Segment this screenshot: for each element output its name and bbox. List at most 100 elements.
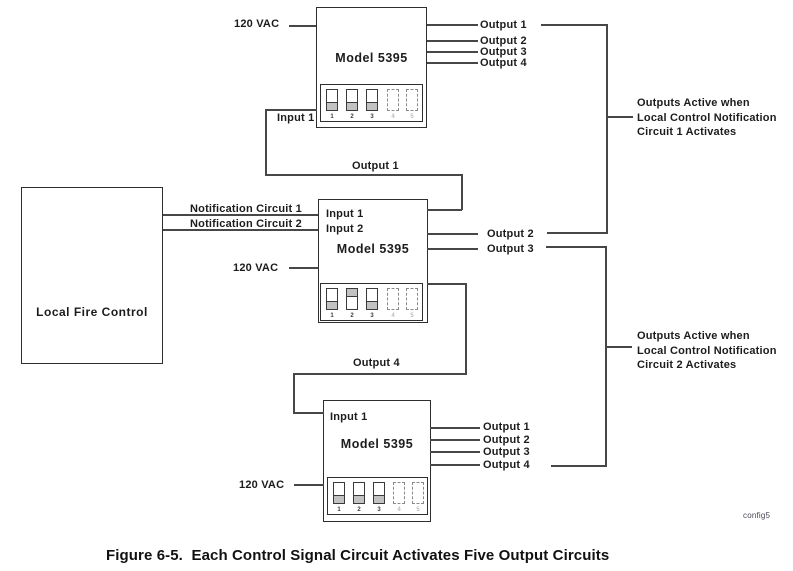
- wire-middle-output2-stub: [427, 233, 478, 235]
- unit-middle-output2-label: Output 2: [487, 228, 534, 240]
- unit-middle-dip-switch-4: [387, 288, 399, 310]
- unit-bottom-dip-switch-2: [353, 482, 365, 504]
- unit-top-power-label: 120 VAC: [234, 18, 280, 30]
- wire-middle-120vac: [289, 267, 318, 269]
- dip-number-1: 1: [337, 507, 341, 513]
- unit-bottom-dip-switch-1: [333, 482, 345, 504]
- unit-top-output1-label: Output 1: [480, 19, 527, 31]
- unit-top-model-label: Model 5395: [335, 51, 408, 65]
- unit-middle-power-label: 120 VAC: [233, 262, 279, 274]
- dip-number-3: 3: [370, 114, 374, 120]
- annotation-circuit1-line1: Outputs Active when: [637, 97, 750, 109]
- dip-number-3: 3: [370, 313, 374, 319]
- wire-link-out4-into-bottom: [293, 412, 324, 414]
- unit-top-dip-switch-1: [326, 89, 338, 111]
- dip-number-5: 5: [416, 507, 420, 513]
- annotation-circuit2: Outputs Active when Local Control Notifi…: [637, 329, 777, 373]
- wire-link-out4-horizontal: [293, 373, 466, 375]
- wire-bracket1-bottom: [547, 232, 606, 234]
- unit-middle-output3-label: Output 3: [487, 243, 534, 255]
- wire-bottom-120vac: [294, 484, 324, 486]
- wire-bottom-output2-stub: [430, 439, 480, 441]
- wire-link-out1-into-top: [265, 109, 317, 111]
- unit-middle-input2-label: Input 2: [326, 223, 364, 235]
- annotation-circuit2-line3: Circuit 2 Activates: [637, 359, 737, 371]
- wire-link-out1-left-vertical: [265, 109, 267, 175]
- wire-middle-output3-stub: [427, 248, 478, 250]
- figure-caption: Figure 6-5. Each Control Signal Circuit …: [106, 547, 610, 564]
- unit-middle-input1-label: Input 1: [326, 208, 364, 220]
- dip-number-1: 1: [330, 313, 334, 319]
- wire-notification-circuit2: [163, 229, 318, 231]
- unit-bottom-input1-label: Input 1: [330, 411, 368, 423]
- wire-top-output3-stub: [427, 51, 478, 53]
- unit-middle-dip-panel: 1 2 3 4 5: [320, 283, 423, 321]
- wire-bottom-output3-stub: [430, 451, 480, 453]
- wire-link-out1-right-vertical: [461, 174, 463, 210]
- dip-number-2: 2: [350, 114, 354, 120]
- dip-number-5: 5: [410, 313, 414, 319]
- unit-bottom-output4-label: Output 4: [483, 459, 530, 471]
- unit-bottom-output2-label: Output 2: [483, 434, 530, 446]
- dip-number-2: 2: [357, 507, 361, 513]
- wire-link-out4-from-middle: [427, 283, 466, 285]
- unit-middle-dip-switch-1: [326, 288, 338, 310]
- unit-top-dip-switch-3: [366, 89, 378, 111]
- wire-bottom-output1-stub: [430, 427, 480, 429]
- unit-middle-dip-switch-2: [346, 288, 358, 310]
- unit-bottom-dip-panel: 1 2 3 4 5: [327, 477, 428, 515]
- unit-top-dip-switch-4: [387, 89, 399, 111]
- link-output4-label: Output 4: [353, 357, 400, 369]
- wire-bracket2-bottom: [551, 465, 605, 467]
- annotation-circuit2-line2: Local Control Notification: [637, 344, 777, 357]
- notification-circuit1-label: Notification Circuit 1: [190, 203, 302, 215]
- wire-link-out4-left-vertical: [293, 373, 295, 414]
- dip-number-5: 5: [410, 114, 414, 120]
- unit-bottom-output3-label: Output 3: [483, 446, 530, 458]
- wire-bracket1-top: [541, 24, 607, 26]
- wire-link-out4-right-vertical: [465, 283, 467, 375]
- local-fire-control-box: Local Fire Control: [21, 187, 163, 364]
- dip-number-4: 4: [391, 114, 395, 120]
- unit-top-dip-switch-2: [346, 89, 358, 111]
- wire-bracket1-tick: [606, 116, 633, 118]
- wire-bracket1-vertical: [606, 24, 608, 234]
- wire-top-output4-stub: [427, 62, 478, 64]
- dip-number-1: 1: [330, 114, 334, 120]
- wire-notification-circuit1: [163, 214, 318, 216]
- unit-middle-model-label: Model 5395: [336, 242, 410, 256]
- unit-bottom-output1-label: Output 1: [483, 421, 530, 433]
- annotation-circuit1: Outputs Active when Local Control Notifi…: [637, 96, 777, 140]
- wire-bracket2-top: [546, 246, 606, 248]
- dip-number-4: 4: [397, 507, 401, 513]
- unit-middle-dip-switch-5: [406, 288, 418, 310]
- wire-top-output1-stub: [427, 24, 478, 26]
- notification-circuit2-label: Notification Circuit 2: [190, 218, 302, 230]
- unit-bottom-dip-switch-5: [412, 482, 424, 504]
- dip-number-4: 4: [391, 313, 395, 319]
- wire-top-output2-stub: [427, 40, 478, 42]
- unit-bottom-model-label: Model 5395: [340, 437, 414, 451]
- unit-middle-dip-switch-3: [366, 288, 378, 310]
- unit-top-output2-label: Output 2: [480, 35, 527, 47]
- dip-number-2: 2: [350, 313, 354, 319]
- unit-bottom-power-label: 120 VAC: [239, 479, 285, 491]
- wire-bracket2-tick: [605, 346, 632, 348]
- unit-top-output4-label: Output 4: [480, 57, 527, 69]
- wire-link-out1-into-middle: [427, 209, 462, 211]
- annotation-circuit1-line2: Local Control Notification: [637, 111, 777, 124]
- dip-number-3: 3: [377, 507, 381, 513]
- local-fire-control-label: Local Fire Control: [36, 305, 148, 319]
- unit-top-dip-switch-5: [406, 89, 418, 111]
- wire-bottom-output4-stub: [430, 464, 480, 466]
- corner-tag: config5: [743, 511, 771, 520]
- wire-top-120vac: [289, 25, 316, 27]
- unit-top-dip-panel: 1 2 3 4 5: [320, 84, 423, 122]
- unit-top-input1-label: Input 1: [277, 112, 315, 124]
- wire-bracket2-vertical: [605, 246, 607, 467]
- unit-bottom-dip-switch-4: [393, 482, 405, 504]
- unit-top-output3-label: Output 3: [480, 46, 527, 58]
- unit-bottom-dip-switch-3: [373, 482, 385, 504]
- annotation-circuit1-line3: Circuit 1 Activates: [637, 126, 737, 138]
